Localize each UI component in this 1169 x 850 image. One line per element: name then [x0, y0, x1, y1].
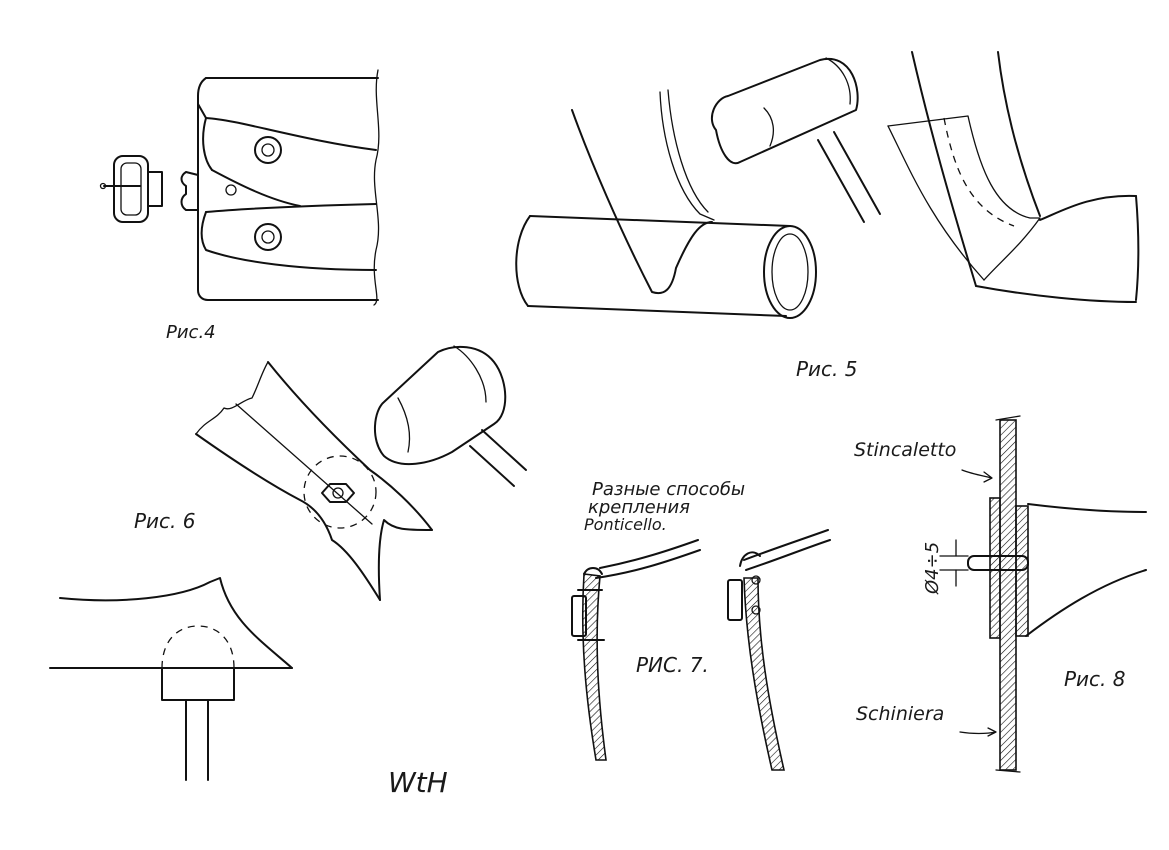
- signature-text: WtH: [388, 766, 448, 799]
- figure-6-flaring: [195, 345, 527, 601]
- figure-6-caption: Рис. 6: [134, 509, 196, 533]
- figure-8-caption: Рис. 8: [1064, 667, 1126, 691]
- figure-7-ponticello: [571, 529, 831, 771]
- figure-7-caption: РИС. 7.: [636, 653, 709, 677]
- figure-7-note-line-3: Ponticello.: [584, 515, 667, 534]
- figure-8-label-stincaletto: Stincaletto: [854, 439, 956, 461]
- figure-dome-insert: [49, 577, 293, 781]
- figure-4-strap-buckle: [99, 69, 380, 306]
- figure-4-caption: Рис.4: [166, 322, 216, 343]
- figure-7-note-line-1: Разные способы: [592, 479, 745, 500]
- figure-5-pipe-bending: [515, 51, 1140, 319]
- figure-8-dimension: Ø4÷5: [922, 542, 943, 595]
- figure-8-label-schiniera: Schiniera: [856, 703, 944, 725]
- figure-7-note-line-2: крепления: [588, 497, 690, 518]
- figure-5-caption: Рис. 5: [796, 357, 858, 381]
- author-signature: WtH: [388, 766, 448, 799]
- figure-8-joint: [939, 415, 1147, 773]
